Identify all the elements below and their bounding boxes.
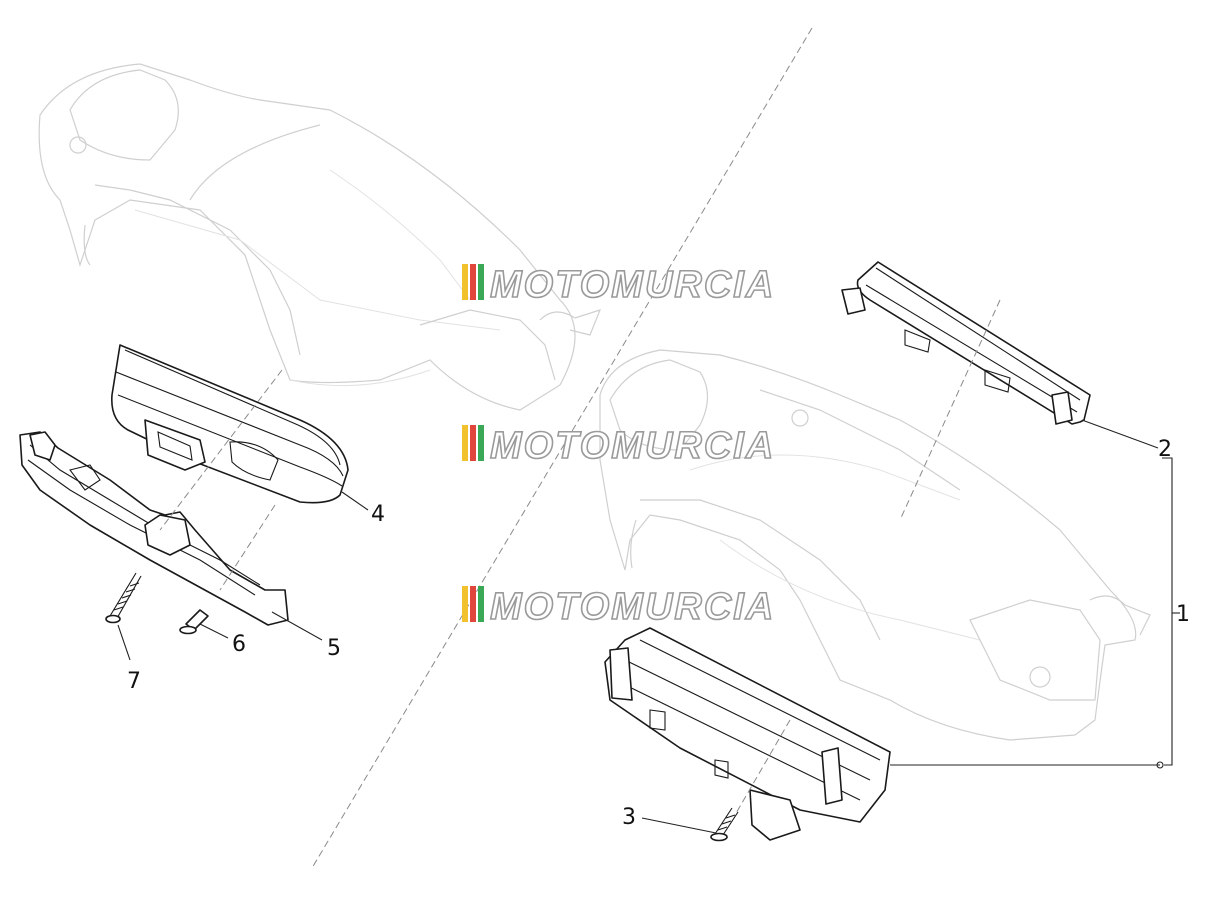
callout-label-7: 7: [127, 669, 141, 694]
handlebar-cover-ghost-right: [599, 349, 1151, 741]
assembly-axis-line: [899, 299, 1001, 521]
assembly-axis-line: [219, 504, 276, 591]
watermark-logo: MOTOMURCIA: [462, 424, 775, 468]
watermark-stripe: [470, 264, 476, 300]
callout-label-4: 4: [371, 502, 385, 527]
instrument-cluster-part-2: [841, 261, 1091, 425]
watermark-text: MOTOMURCIA: [490, 264, 775, 306]
watermark-stripe: [462, 425, 468, 461]
watermark-stripe: [478, 264, 484, 300]
instrument-cluster-assembly-part-1: [604, 627, 891, 841]
instrument-cluster-part-4: [111, 344, 349, 504]
watermark-stripe: [478, 586, 484, 622]
callout-label-3: 3: [622, 805, 636, 830]
screw-part-3: [710, 807, 739, 842]
watermark-stripe: [470, 425, 476, 461]
watermark-text: MOTOMURCIA: [490, 425, 775, 467]
watermark-stripe: [462, 586, 468, 622]
callout-label-1: 1: [1176, 602, 1190, 627]
callout-label-2: 2: [1158, 437, 1172, 462]
short-screw-part-6: [179, 609, 209, 635]
long-screw-part-7: [105, 572, 142, 624]
handlebar-cover-ghost-left: [38, 63, 602, 411]
watermark-logo: MOTOMURCIA: [462, 585, 775, 629]
callout-label-5: 5: [327, 636, 341, 661]
watermark-stripe: [470, 586, 476, 622]
watermark-stripe: [478, 425, 484, 461]
watermark-text: MOTOMURCIA: [490, 586, 775, 628]
assembly-axis-line: [734, 719, 791, 816]
leader-lines: [117, 419, 1180, 834]
callout-label-6: 6: [232, 632, 246, 657]
mounting-bracket-part-5: [19, 431, 289, 626]
watermark-logo: MOTOMURCIA: [462, 263, 775, 307]
section-divider-line: [311, 27, 813, 869]
assembly-axis-line: [159, 369, 283, 531]
watermark-stripe: [462, 264, 468, 300]
